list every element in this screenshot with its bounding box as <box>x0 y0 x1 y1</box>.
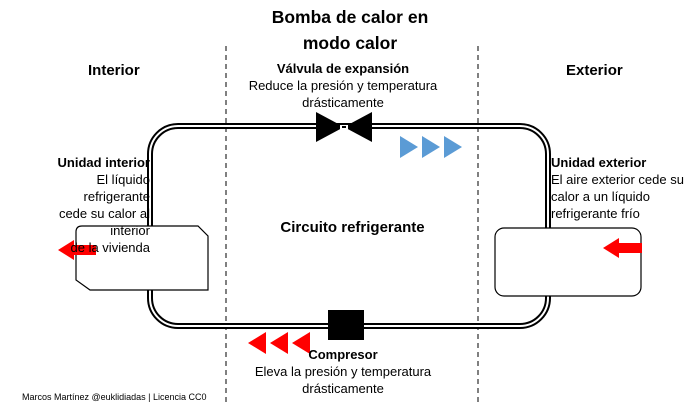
circuit-label: Circuito refrigerante <box>280 219 425 236</box>
compressor-icon <box>328 310 364 340</box>
outdoor-unit-line-1: El aire exterior cede su <box>551 172 684 187</box>
expansion-valve-line-2: drásticamente <box>302 95 384 110</box>
exterior-label: Exterior <box>566 62 623 79</box>
credit-text: Marcos Martínez @euklidiadas | Licencia … <box>22 392 207 402</box>
indoor-unit-description: Unidad interior El líquido refrigerante … <box>40 154 150 256</box>
expansion-valve-icon <box>316 112 372 142</box>
outdoor-unit-line-2: calor a un líquido <box>551 189 651 204</box>
indoor-unit-box <box>75 225 209 291</box>
compressor-description: Compresor Eleva la presión y temperatura… <box>232 346 454 397</box>
indoor-unit-line-2: cede su calor al interior <box>58 206 150 238</box>
expansion-valve-title: Válvula de expansión <box>276 61 410 76</box>
outdoor-unit-box <box>494 227 642 297</box>
compressor-line-1: Eleva la presión y temperatura <box>254 364 432 379</box>
expansion-valve-line-1: Reduce la presión y temperatura <box>248 78 438 93</box>
interior-label: Interior <box>88 62 140 79</box>
hot-flow-arrows <box>248 332 310 354</box>
outdoor-unit-description: Unidad exterior El aire exterior cede su… <box>551 154 700 222</box>
indoor-unit-title: Unidad interior <box>57 155 150 170</box>
title-line-1: Bomba de calor en <box>271 7 429 27</box>
outdoor-heat-arrow-icon <box>603 238 642 258</box>
cold-flow-arrows <box>400 136 462 158</box>
indoor-unit-line-1: El líquido refrigerante <box>83 172 150 204</box>
indoor-unit-line-3: de la vivienda <box>70 240 151 255</box>
compressor-line-2: drásticamente <box>302 381 384 396</box>
title-line-2: modo calor <box>302 33 398 53</box>
compressor-title: Compresor <box>308 347 378 362</box>
diagram-title: Bomba de calor en modo calor <box>225 4 475 56</box>
indoor-heat-arrow-icon <box>58 240 96 260</box>
outdoor-unit-line-3: refrigerante frío <box>551 206 640 221</box>
expansion-valve-description: Válvula de expansión Reduce la presión y… <box>236 60 450 111</box>
outdoor-unit-title: Unidad exterior <box>551 155 647 170</box>
